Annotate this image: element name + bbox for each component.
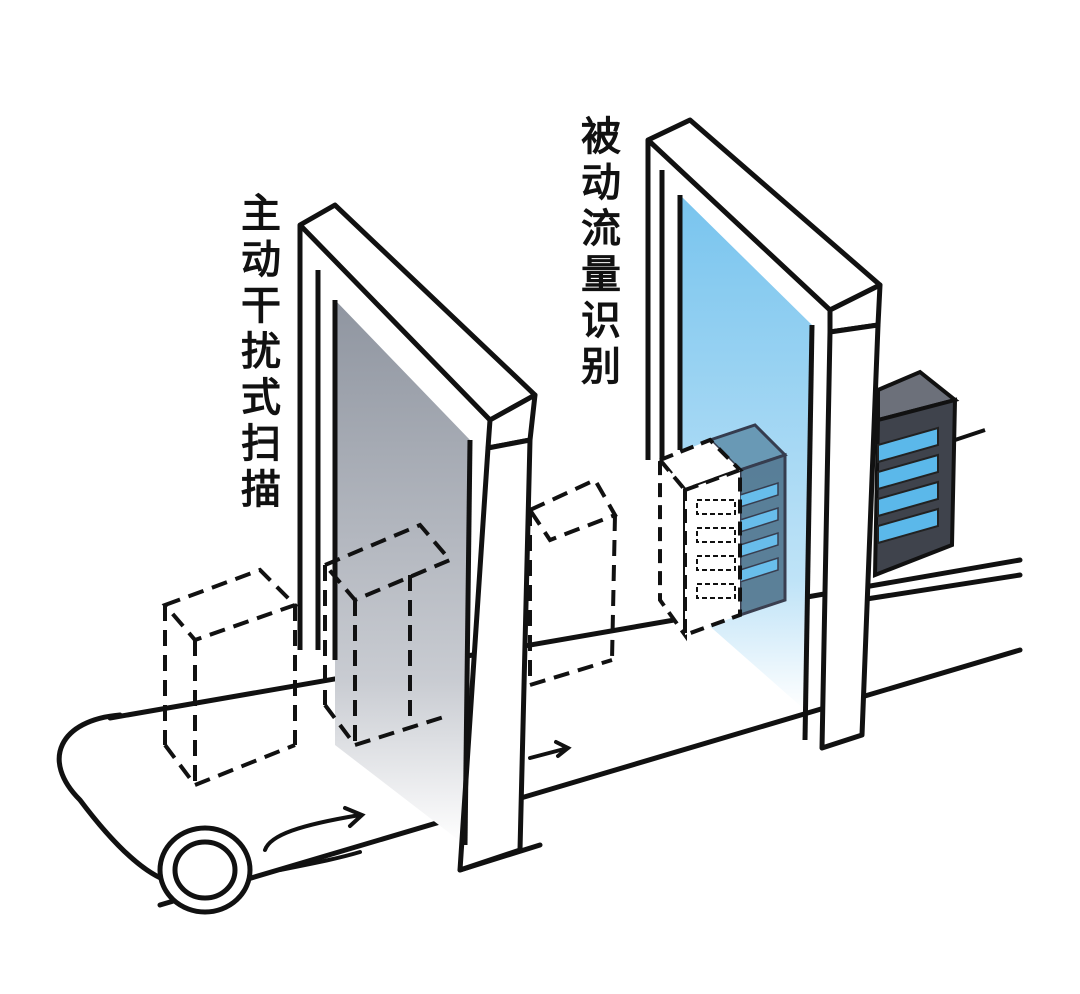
package-box-icon — [696, 499, 736, 599]
scanner-gate-icon — [297, 202, 538, 873]
active-scan-label: 主动干扰式扫描 — [234, 192, 280, 514]
passive-traffic-label: 被动流量识别 — [574, 115, 620, 391]
package-box-icon — [656, 437, 744, 642]
conveyor-belt-icon — [56, 557, 1023, 915]
package-box-icon — [161, 477, 618, 788]
arrow-right-icon — [263, 740, 572, 872]
server-rack-icon — [872, 369, 986, 578]
